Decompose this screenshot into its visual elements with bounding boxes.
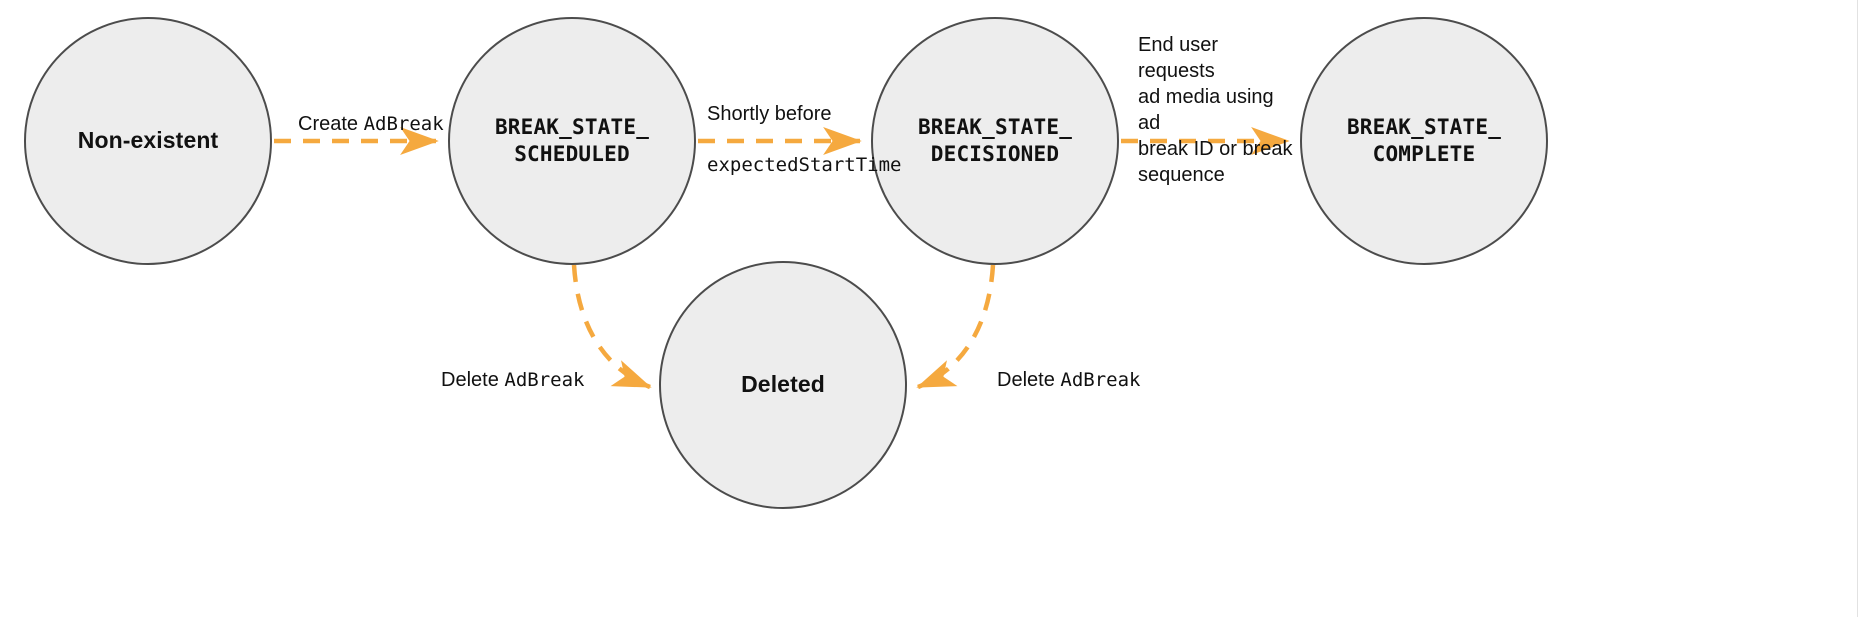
- edge-label-create-adbreak: Create AdBreak: [298, 85, 444, 137]
- edge-label-end-user-requests-ad-media: End user requests ad media using ad brea…: [1138, 34, 1293, 186]
- edge-label-line: Shortly before: [707, 103, 832, 125]
- edge-label-shortly-before-expected-start-time: Shortly before expectedStartTime: [707, 75, 901, 204]
- state-node-break-state-complete[interactable]: BREAK_STATE_ COMPLETE: [1300, 17, 1548, 265]
- edge-label-segment: AdBreak: [363, 113, 444, 135]
- state-node-break-state-decisioned[interactable]: BREAK_STATE_ DECISIONED: [871, 17, 1119, 265]
- edge-label-segment: Delete: [997, 369, 1061, 391]
- state-node-label: Deleted: [741, 371, 825, 398]
- edge-label-delete-adbreak-from-scheduled: Delete AdBreak: [441, 341, 584, 393]
- state-node-label: Non-existent: [77, 127, 219, 154]
- edge-label-segment: AdBreak: [1060, 369, 1141, 391]
- state-node-label: BREAK_STATE_ DECISIONED: [917, 115, 1073, 166]
- edge-label-delete-adbreak-from-decisioned: Delete AdBreak: [997, 341, 1140, 393]
- edge-label-segment: AdBreak: [504, 369, 585, 391]
- state-node-label: BREAK_STATE_ SCHEDULED: [494, 115, 650, 166]
- edge-label-segment: Delete: [441, 369, 505, 391]
- state-node-deleted[interactable]: Deleted: [659, 261, 907, 509]
- edge-delete-from-decisioned: [916, 264, 996, 390]
- state-node-label: BREAK_STATE_ COMPLETE: [1346, 115, 1502, 166]
- edge-delete-from-scheduled: [571, 264, 652, 390]
- state-node-non-existent[interactable]: Non-existent: [24, 17, 272, 265]
- state-node-break-state-scheduled[interactable]: BREAK_STATE_ SCHEDULED: [448, 17, 696, 265]
- edge-label-segment: Create: [298, 113, 364, 135]
- edge-label-line: expectedStartTime: [707, 154, 902, 176]
